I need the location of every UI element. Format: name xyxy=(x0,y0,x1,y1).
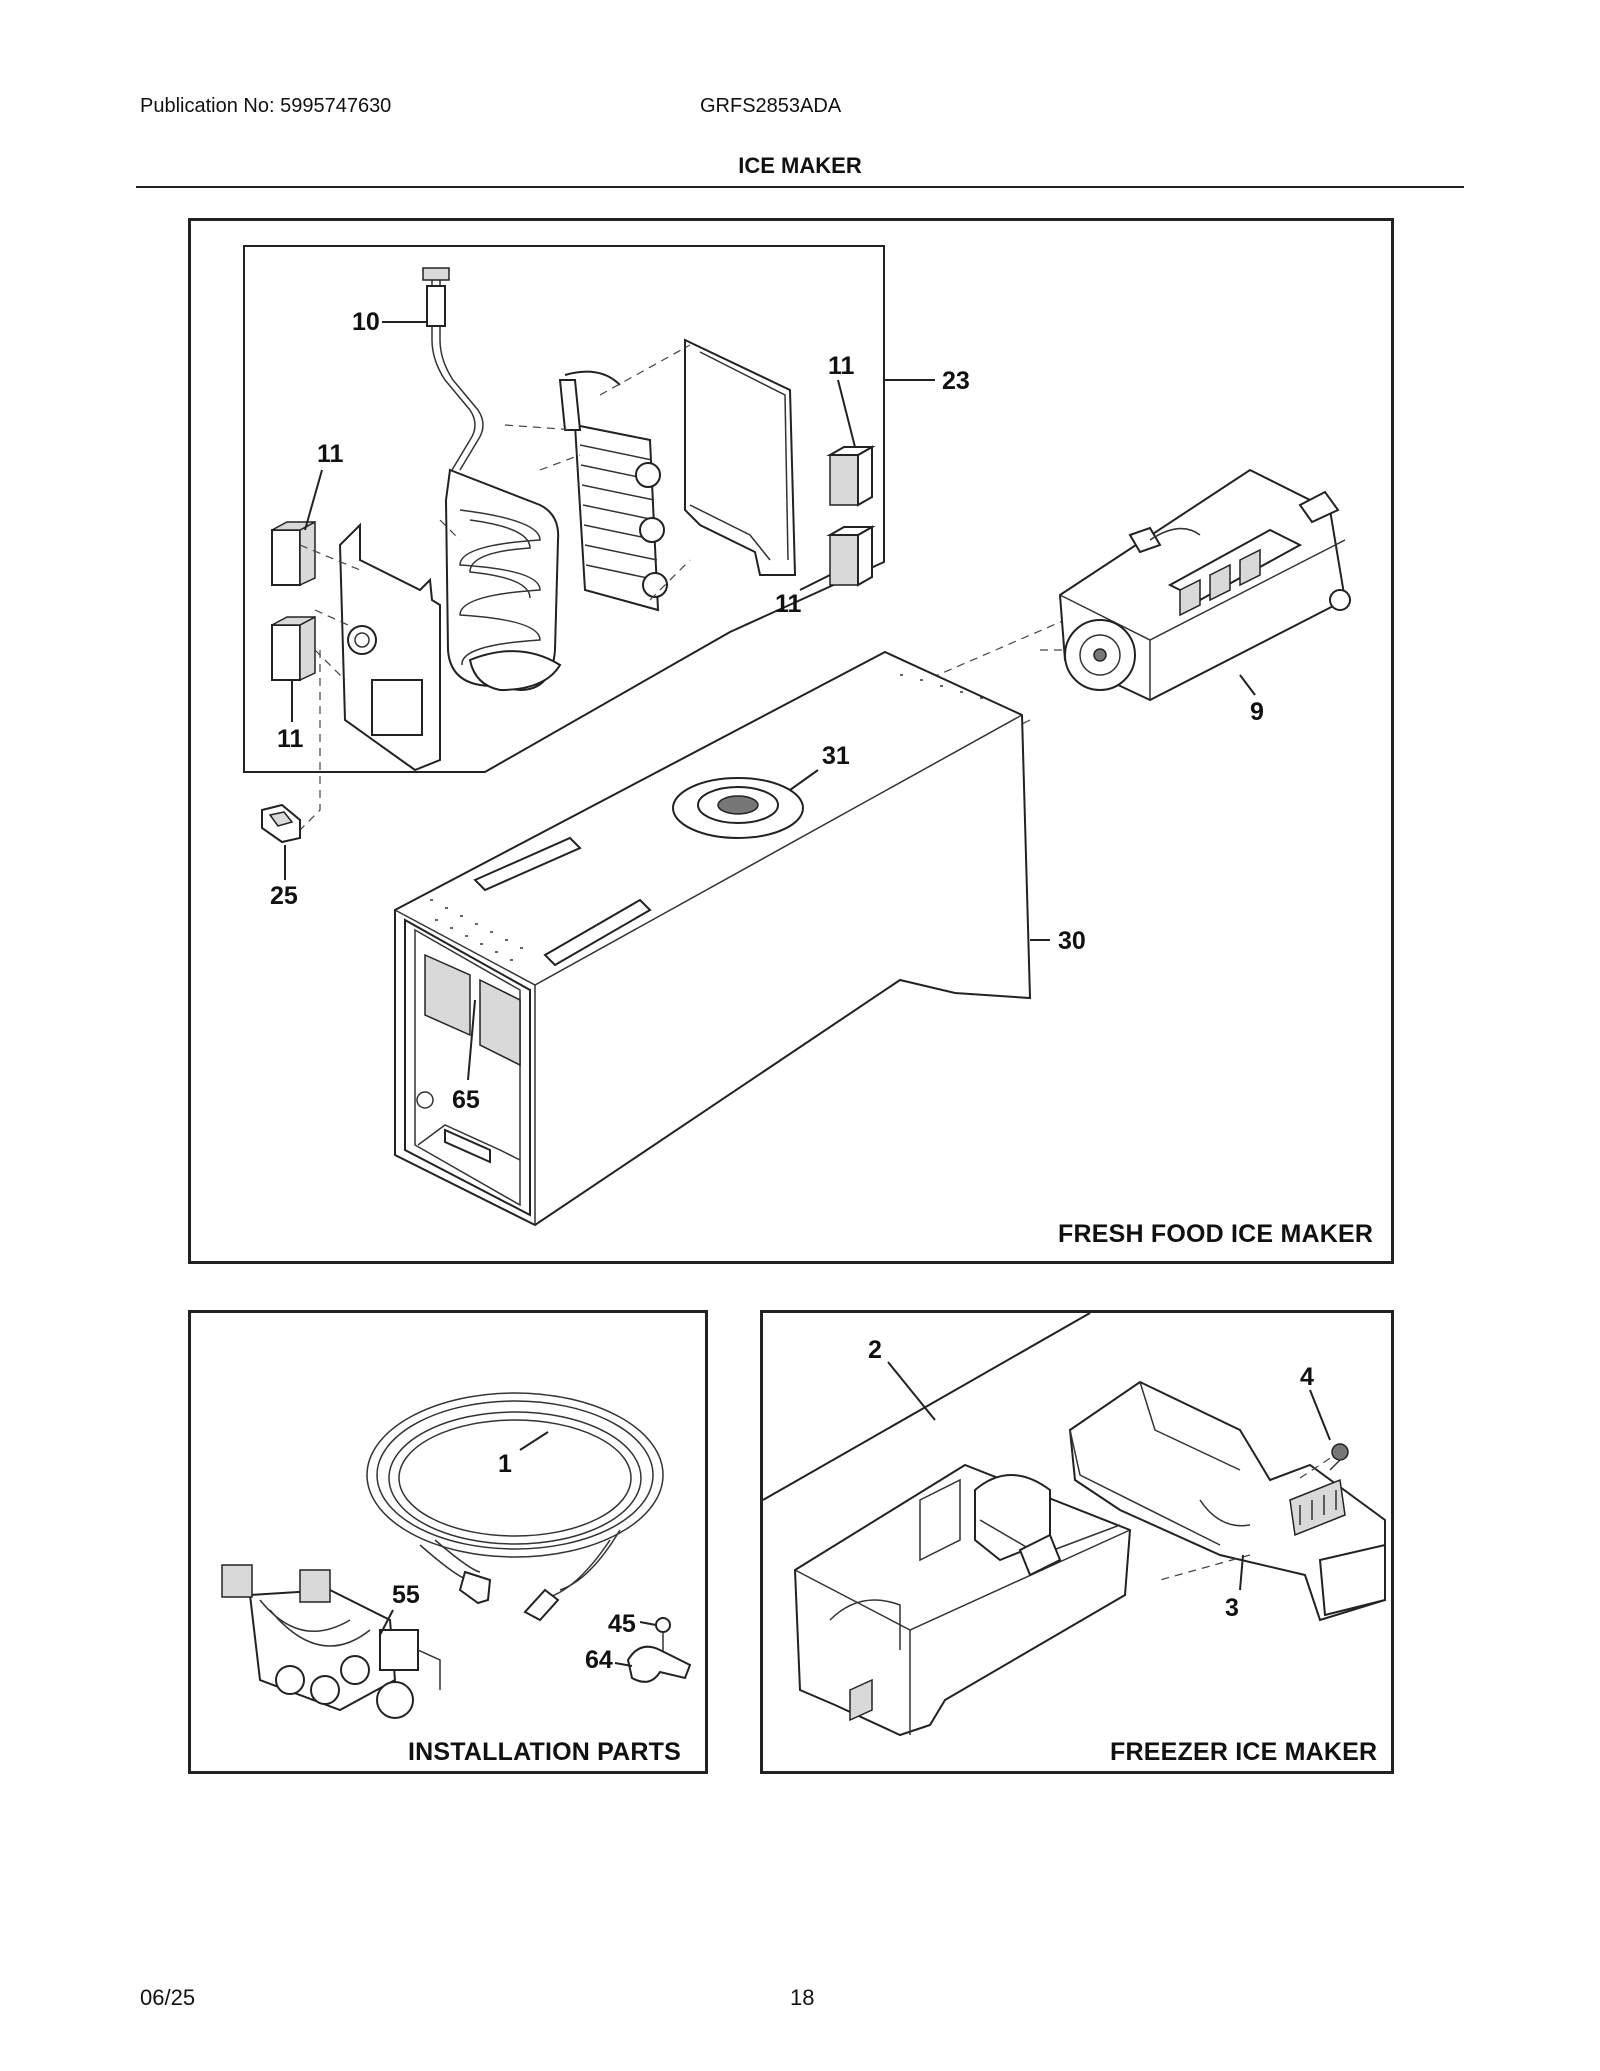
evaporator-coil xyxy=(444,468,562,692)
callout-25: 25 xyxy=(270,882,298,910)
callout-3: 3 xyxy=(1225,1594,1239,1622)
callout-11-right-upper: 11 xyxy=(828,352,855,380)
footer-date: 06/25 xyxy=(140,1985,196,2010)
callout-23: 23 xyxy=(942,367,970,395)
installation-panel xyxy=(188,1310,708,1774)
header-rule xyxy=(136,186,1464,188)
freezer-subassembly-frame xyxy=(762,1312,1091,1501)
callout-31: 31 xyxy=(822,742,850,770)
callout-1: 1 xyxy=(498,1450,512,1478)
cover-plate xyxy=(684,338,797,576)
leader-64 xyxy=(614,1662,633,1667)
ice-maker-housing-2 xyxy=(793,1463,1132,1737)
model-number: GRFS2853ADA xyxy=(700,95,842,117)
foam-block-left-upper xyxy=(271,520,316,587)
main-housing-30 xyxy=(394,650,1032,1227)
leader-2 xyxy=(887,1361,936,1421)
foam-block-right-lower xyxy=(826,525,876,587)
foam-block-right-upper xyxy=(826,445,876,507)
footer-page-number: 18 xyxy=(790,1985,815,2010)
leader-65 xyxy=(467,999,476,1081)
leader-45 xyxy=(639,1621,657,1626)
leader-3 xyxy=(1239,1554,1244,1591)
freezer-panel-title: FREEZER ICE MAKER xyxy=(1110,1738,1378,1766)
callout-11-left-lower: 11 xyxy=(277,725,304,753)
heater-fins xyxy=(558,370,668,612)
fresh-food-panel-title: FRESH FOOD ICE MAKER xyxy=(1058,1220,1374,1248)
page-title: ICE MAKER xyxy=(738,153,862,178)
bracket-25 xyxy=(261,803,301,844)
publication-number: Publication No: 5995747630 xyxy=(140,95,392,117)
leader-11a xyxy=(304,469,323,531)
callout-11-right-lower: 11 xyxy=(775,590,802,618)
callout-2: 2 xyxy=(868,1336,882,1364)
callout-11-left-upper: 11 xyxy=(317,440,344,468)
freezer-panel xyxy=(760,1310,1394,1774)
leader-31 xyxy=(789,769,819,791)
callout-55: 55 xyxy=(392,1581,420,1609)
leader-11c xyxy=(799,574,831,591)
leader-11b xyxy=(837,379,856,448)
callout-4: 4 xyxy=(1300,1363,1314,1391)
leader-1 xyxy=(519,1431,549,1451)
callout-45: 45 xyxy=(608,1610,636,1638)
water-line-tubing-1 xyxy=(366,1392,664,1622)
water-valve-55 xyxy=(221,1564,441,1719)
screw-4 xyxy=(1329,1443,1349,1471)
fresh-food-panel xyxy=(188,218,1394,1264)
ice-maker-cover-3 xyxy=(1068,1380,1386,1622)
screw-45 xyxy=(655,1617,671,1652)
callout-10: 10 xyxy=(352,308,380,336)
installation-panel-title: INSTALLATION PARTS xyxy=(408,1738,682,1766)
ice-maker-9 xyxy=(1058,468,1351,702)
callout-30: 30 xyxy=(1058,927,1086,955)
leader-55 xyxy=(379,1609,394,1636)
callout-64: 64 xyxy=(585,1646,613,1674)
front-housing xyxy=(338,522,441,772)
callout-65: 65 xyxy=(452,1086,480,1114)
clamp-64 xyxy=(626,1645,692,1683)
evaporator-tube-10 xyxy=(422,267,484,471)
leader-4 xyxy=(1309,1389,1331,1441)
leader-9 xyxy=(1239,674,1256,696)
callout-9: 9 xyxy=(1250,698,1264,726)
foam-block-left-lower xyxy=(271,615,316,682)
subassembly-23-frame xyxy=(243,245,885,773)
